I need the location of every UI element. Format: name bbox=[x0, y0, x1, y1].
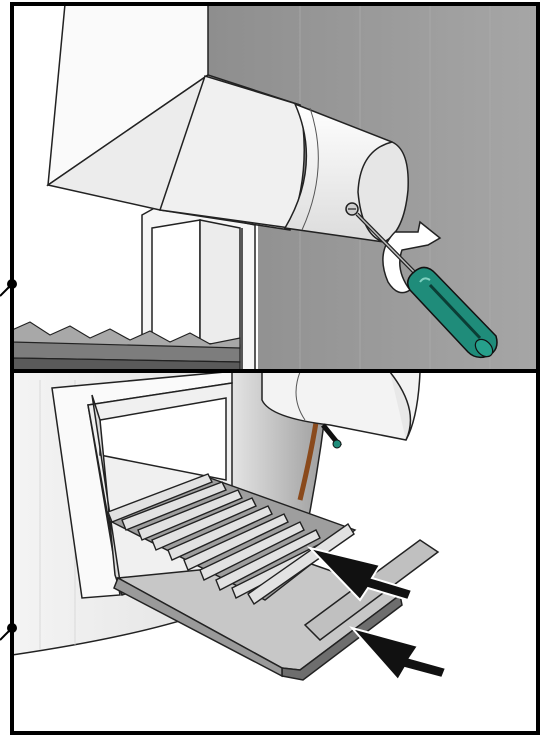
bottom-panel bbox=[12, 372, 538, 733]
top-panel bbox=[12, 4, 538, 371]
screw bbox=[346, 203, 358, 215]
